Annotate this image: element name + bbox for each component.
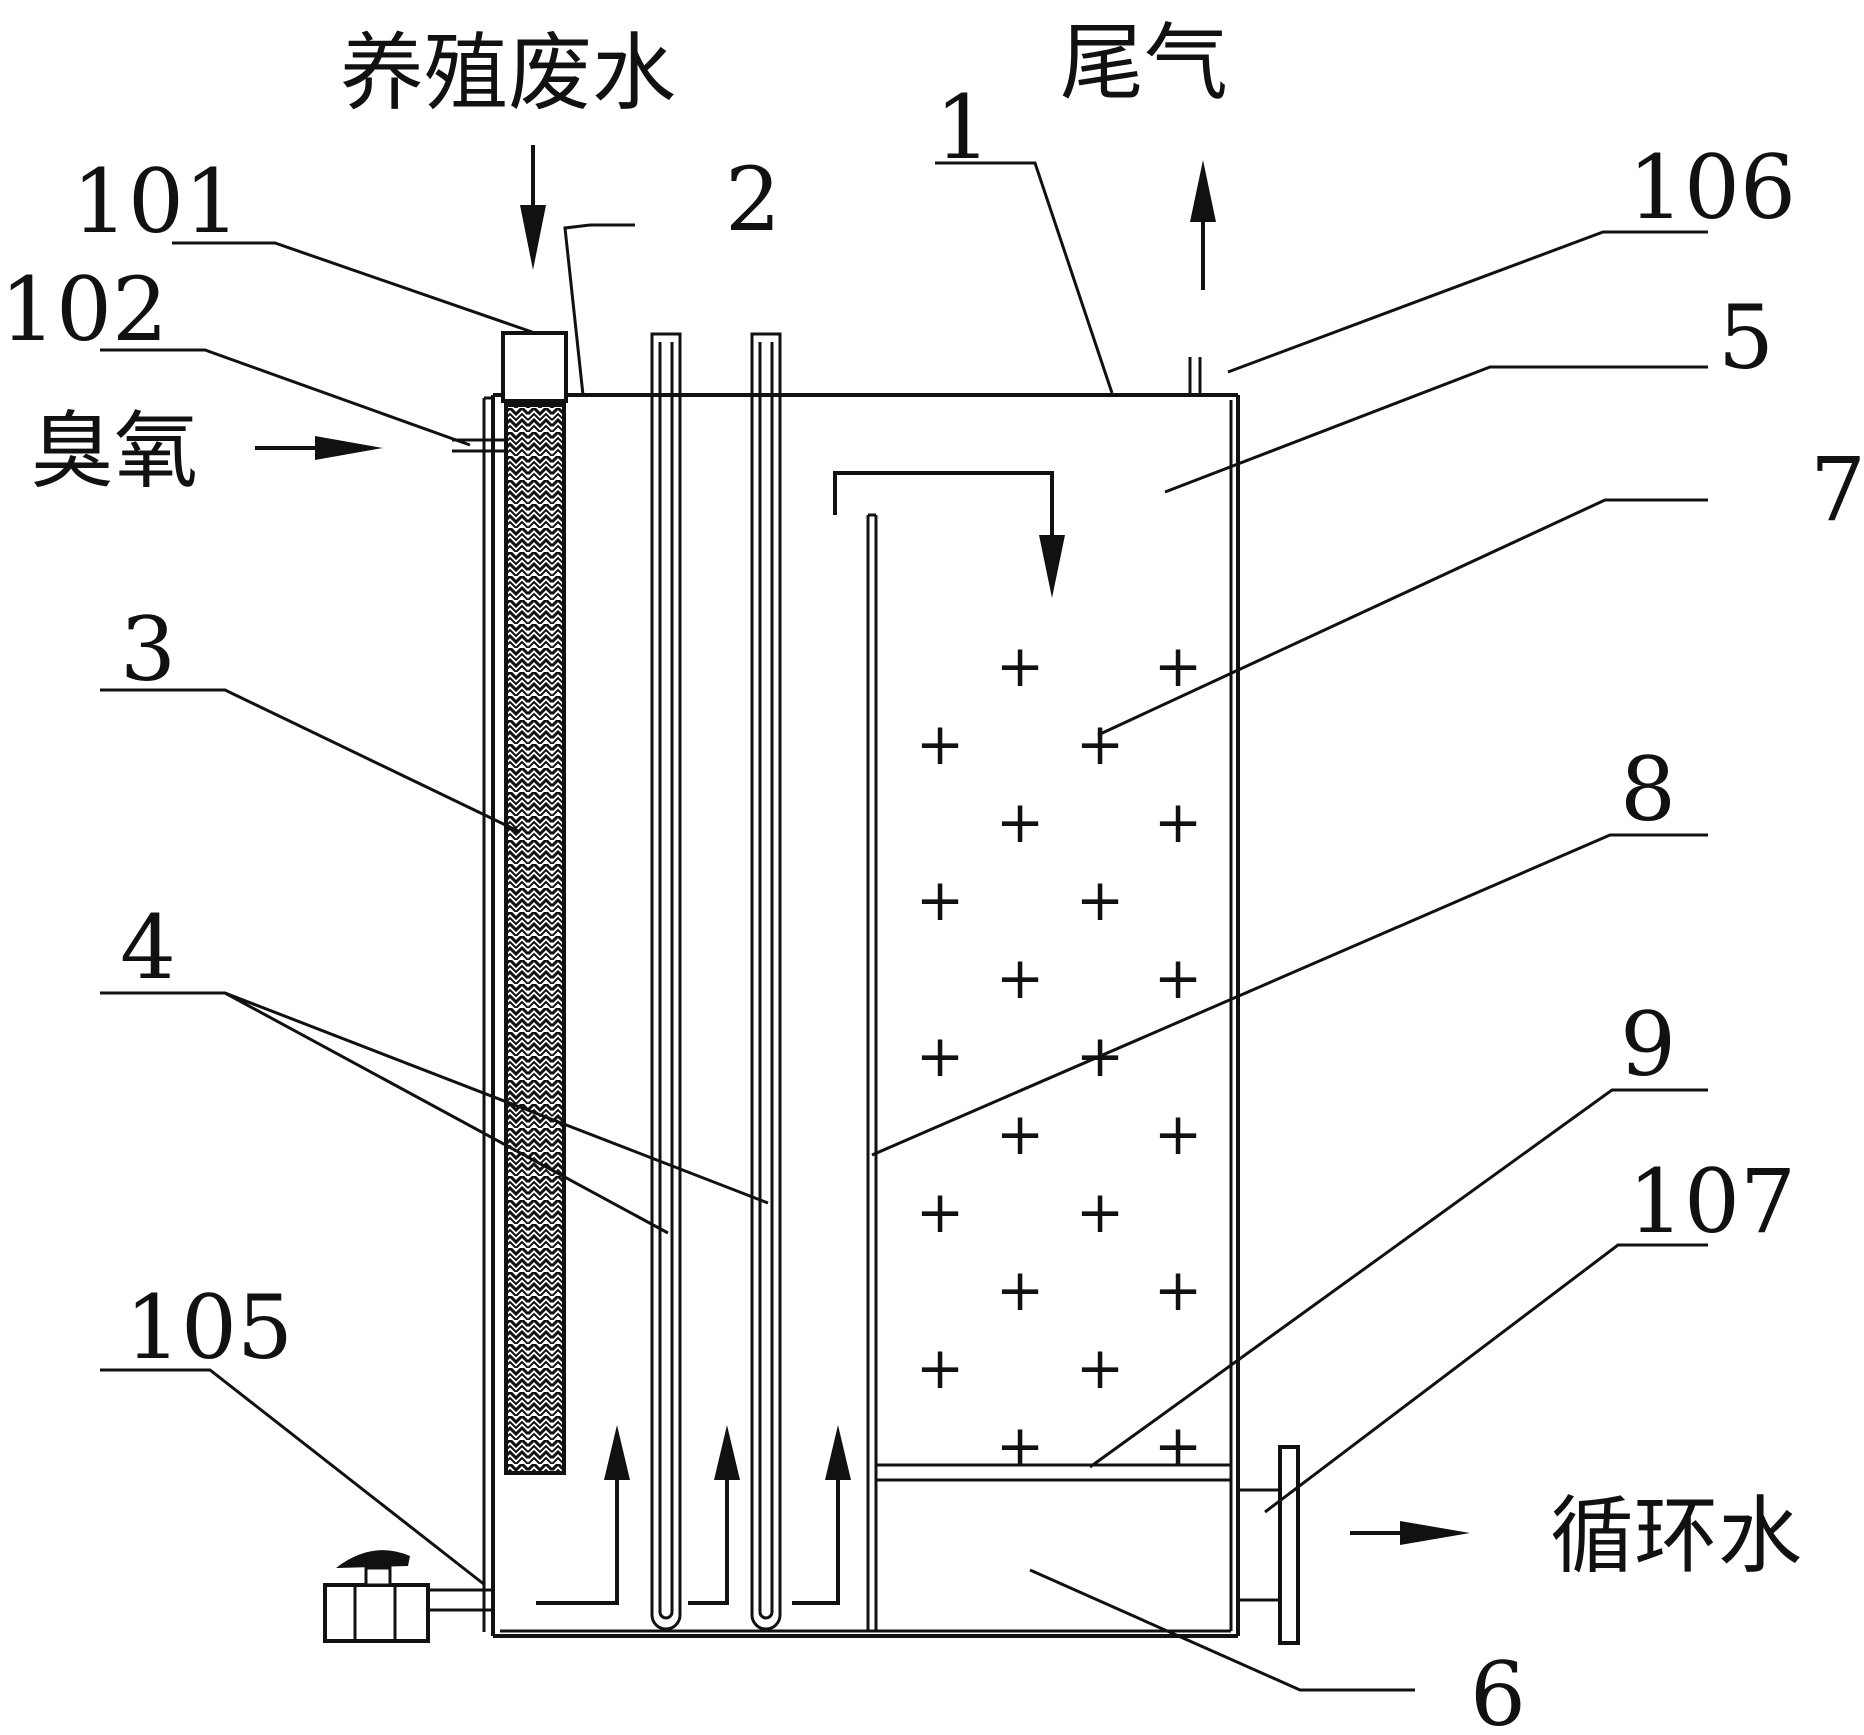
packing-cross: + — [996, 632, 1045, 700]
label-107: 107 — [1628, 1150, 1796, 1253]
label-105: 105 — [125, 1276, 293, 1379]
label-102: 102 — [0, 258, 168, 361]
drain-valve-105 — [323, 1550, 493, 1643]
ozone-side-pipe — [482, 396, 493, 1632]
label-ozone: 臭氧 — [30, 402, 198, 500]
packing-cross: + — [916, 866, 965, 934]
label-106: 106 — [1628, 136, 1796, 239]
ozone-inlet-102 — [452, 438, 504, 453]
label-101: 101 — [72, 150, 240, 253]
packing-cross: + — [1076, 866, 1125, 934]
label-wastewater: 养殖废水 — [340, 24, 676, 122]
packing-cross: + — [916, 710, 965, 778]
flow-arrow-right — [792, 1425, 851, 1605]
label-circulating: 循环水 — [1550, 1487, 1802, 1585]
packed-column-3 — [504, 403, 566, 1475]
packing-cross: + — [1076, 1178, 1125, 1246]
outlet-flange-107 — [1238, 1445, 1300, 1645]
label-9: 9 — [1620, 993, 1676, 1096]
support-plate-9 — [876, 1463, 1231, 1482]
flow-arrow-down — [833, 471, 1065, 598]
inlet-cap-101 — [501, 331, 568, 403]
packing-cross: + — [1154, 632, 1203, 700]
label-7: 7 — [1810, 438, 1864, 541]
packing-cross: + — [1076, 710, 1125, 778]
flow-arrow-inlet-path — [536, 1425, 630, 1605]
packing-cross: + — [916, 1334, 965, 1402]
packing-cross: + — [916, 1022, 965, 1090]
wastewater-arrow — [520, 145, 546, 270]
packing-cross: + — [1154, 1100, 1203, 1168]
packing-cross: + — [1154, 788, 1203, 856]
label-8: 8 — [1620, 738, 1676, 841]
packing-media-7: ++++++++++++++++++++++ — [916, 632, 1203, 1480]
packing-cross: + — [996, 1412, 1045, 1480]
label-offgas: 尾气 — [1060, 14, 1228, 112]
leader-lines — [100, 161, 1708, 1692]
packing-cross: + — [996, 1256, 1045, 1324]
circulating-arrow — [1350, 1521, 1470, 1545]
tank-body — [491, 393, 1240, 1638]
label-6: 6 — [1470, 1643, 1526, 1730]
label-3: 3 — [120, 598, 176, 701]
packing-cross: + — [1154, 1256, 1203, 1324]
ozone-arrow — [255, 436, 383, 460]
label-1: 1 — [935, 76, 991, 179]
gas-outlet-106 — [1188, 357, 1202, 395]
packing-cross: + — [996, 944, 1045, 1012]
packing-cross: + — [996, 1100, 1045, 1168]
packing-cross: + — [1154, 1412, 1203, 1480]
u-tube-left — [650, 332, 682, 1631]
offgas-arrow — [1190, 160, 1216, 290]
packing-cross: + — [1154, 944, 1203, 1012]
packing-cross: + — [916, 1178, 965, 1246]
flow-arrow-mid — [688, 1425, 740, 1605]
baffle-8 — [866, 513, 878, 1632]
u-tube-right — [750, 332, 782, 1631]
packing-cross: + — [996, 788, 1045, 856]
label-5: 5 — [1718, 286, 1774, 389]
label-4: 4 — [120, 896, 176, 999]
label-2: 2 — [725, 148, 781, 251]
packing-cross: + — [1076, 1334, 1125, 1402]
